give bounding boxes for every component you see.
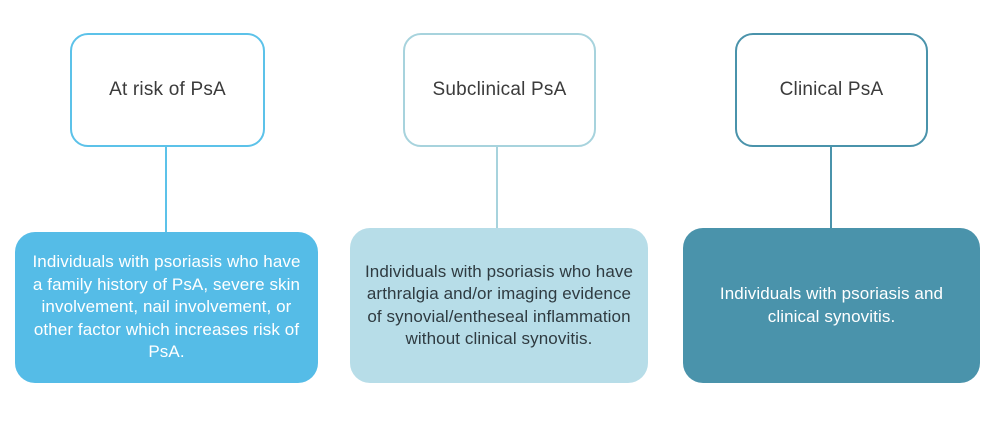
- stage-header-label-clinical: Clinical PsA: [779, 78, 884, 100]
- stage-body-text-subclinical: Individuals with psoriasis who have arth…: [364, 261, 634, 348]
- stage-header-label-at-risk: At risk of PsA: [109, 78, 226, 100]
- stage-body-text-at-risk: Individuals with psoriasis who have a fa…: [32, 252, 301, 362]
- connector-line-at-risk: [165, 146, 167, 234]
- stage-header-at-risk[interactable]: At risk of PsA: [70, 33, 265, 147]
- stage-header-label-subclinical: Subclinical PsA: [432, 78, 567, 100]
- connector-line-subclinical: [496, 146, 498, 230]
- connector-line-clinical: [830, 146, 832, 230]
- stage-header-subclinical[interactable]: Subclinical PsA: [403, 33, 596, 147]
- stage-body-clinical[interactable]: Individuals with psoriasis and clinical …: [683, 228, 980, 383]
- stage-body-at-risk[interactable]: Individuals with psoriasis who have a fa…: [15, 232, 318, 383]
- stage-body-subclinical[interactable]: Individuals with psoriasis who have arth…: [350, 228, 648, 383]
- stage-body-text-clinical: Individuals with psoriasis and clinical …: [719, 284, 944, 326]
- stage-header-clinical[interactable]: Clinical PsA: [735, 33, 928, 147]
